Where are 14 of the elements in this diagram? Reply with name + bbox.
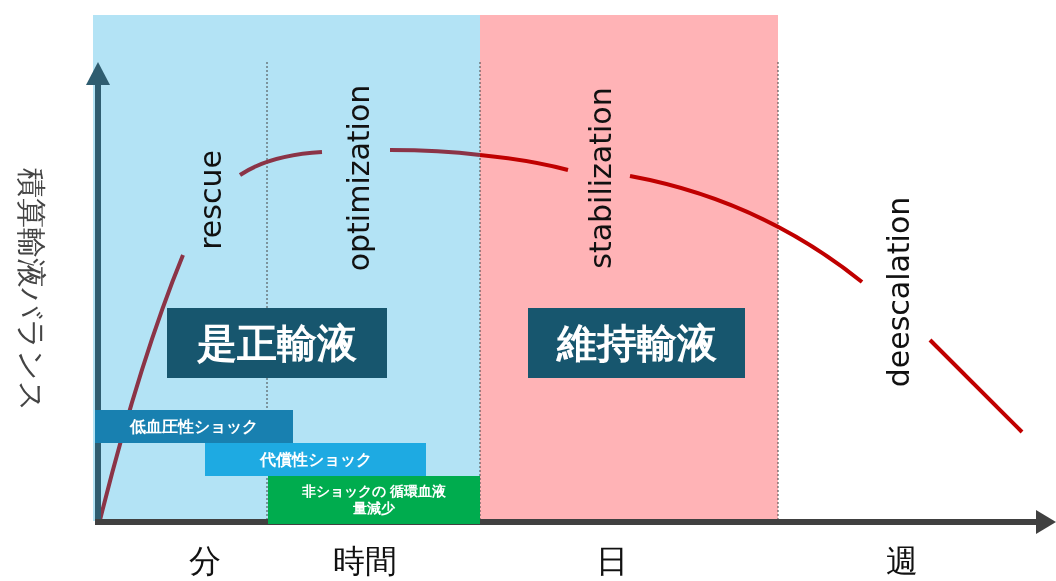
shock-stage-bar: 代償性ショック bbox=[205, 443, 426, 476]
time-scale-label: 時間 bbox=[333, 541, 397, 581]
axis-label: 積算輸液バランス bbox=[12, 168, 50, 412]
shock-stage-bar: 非ショックの 循環血液量減少 bbox=[268, 476, 480, 524]
time-scale-label: 日 bbox=[596, 541, 628, 581]
correction-fluid-box: 是正輸液 bbox=[167, 308, 387, 378]
maintenance-fluid-box: 維持輸液 bbox=[528, 308, 745, 378]
time-scale-label: 分 bbox=[189, 541, 221, 581]
phase-label: rescue bbox=[192, 150, 228, 250]
phase-label: stabilization bbox=[582, 87, 618, 269]
shock-stage-bar: 低血圧性ショック bbox=[95, 410, 293, 443]
phase-label: optimization bbox=[340, 84, 376, 272]
time-scale-label: 週 bbox=[886, 541, 918, 581]
phase-label: deescalation bbox=[880, 196, 916, 388]
